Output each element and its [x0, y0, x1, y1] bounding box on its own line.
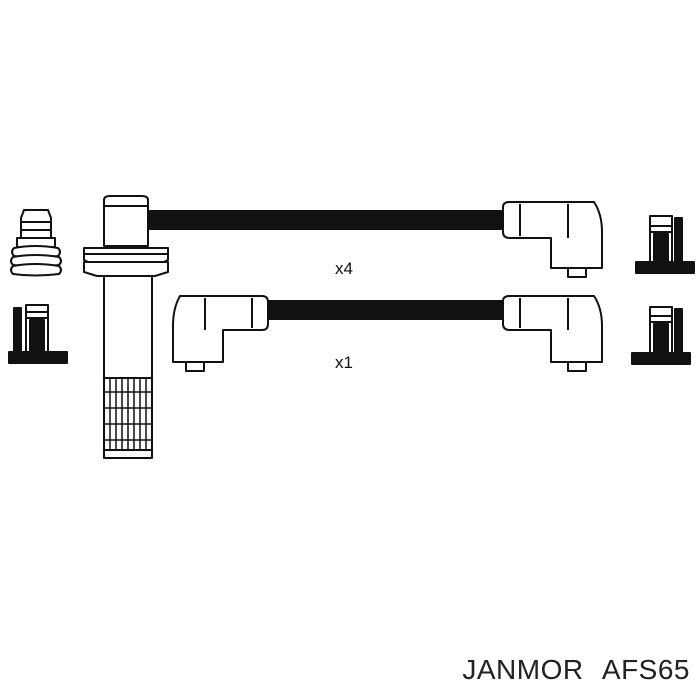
- part-number: AFS65: [601, 654, 690, 685]
- brand-name: JANMOR: [462, 654, 584, 685]
- spark-plug-boot-right-bottom: [502, 295, 603, 372]
- coil-boot-connector: [83, 195, 169, 459]
- product-caption: JANMOR AFS65: [462, 654, 690, 686]
- terminal-connector-right-top: [635, 215, 695, 274]
- quantity-label-x1: x1: [335, 353, 353, 372]
- spark-plug-boot-left-bottom: [172, 295, 269, 372]
- terminal-connector-right-bottom: [631, 306, 691, 365]
- terminal-connector-left: [8, 304, 68, 364]
- rubber-boot-cap-part: [10, 209, 62, 277]
- cable-x1: [260, 300, 510, 320]
- cable-x4: [148, 210, 508, 230]
- spark-plug-boot-right-top: [502, 201, 603, 278]
- quantity-label-x4: x4: [335, 259, 353, 278]
